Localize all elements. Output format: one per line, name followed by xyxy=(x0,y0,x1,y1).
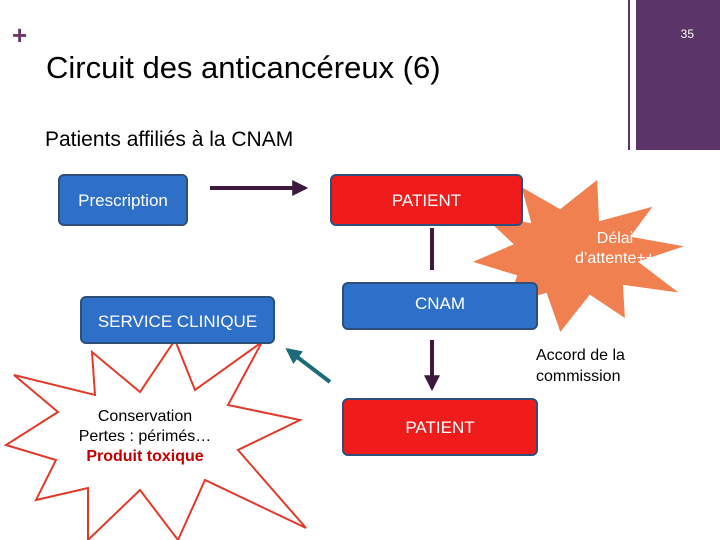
accord-line-2: commission xyxy=(536,368,621,385)
conservation-text: Conservation Pertes : périmés… Produit t… xyxy=(60,407,230,467)
service-clinique-box: SERVICE CLINIQUE xyxy=(80,296,275,344)
patient-top-box: PATIENT xyxy=(330,174,523,226)
patient-top-label: PATIENT xyxy=(391,191,462,210)
conservation-line-1: Conservation xyxy=(97,408,193,425)
cnam-box: CNAM xyxy=(342,282,538,330)
delay-line-2: d’attente++ xyxy=(574,250,656,267)
conservation-burst-shape xyxy=(3,337,307,540)
teal-arrow-to-service xyxy=(285,348,332,384)
accord-line-1: Accord de la xyxy=(536,347,625,364)
delay-text: Délai d’attente++ xyxy=(555,229,675,269)
delay-line-1: Délai xyxy=(596,230,634,247)
side-line xyxy=(628,0,630,150)
cnam-label: CNAM xyxy=(414,294,466,313)
plus-symbol: + xyxy=(12,20,28,50)
slide-title: Circuit des anticancéreux (6) xyxy=(46,50,441,85)
accord-note: Accord de la commission xyxy=(536,345,625,387)
service-clinique-label: SERVICE CLINIQUE xyxy=(97,312,258,331)
page-number: 35 xyxy=(680,27,694,41)
prescription-box: Prescription xyxy=(58,174,188,226)
slide-subtitle: Patients affiliés à la CNAM xyxy=(45,128,294,151)
patient-bottom-box: PATIENT xyxy=(342,398,538,456)
conservation-line-3: Produit toxique xyxy=(86,448,204,465)
side-bar xyxy=(636,0,720,150)
conservation-line-2: Pertes : périmés… xyxy=(78,428,212,445)
patient-bottom-label: PATIENT xyxy=(405,418,475,437)
prescription-label: Prescription xyxy=(78,191,168,210)
